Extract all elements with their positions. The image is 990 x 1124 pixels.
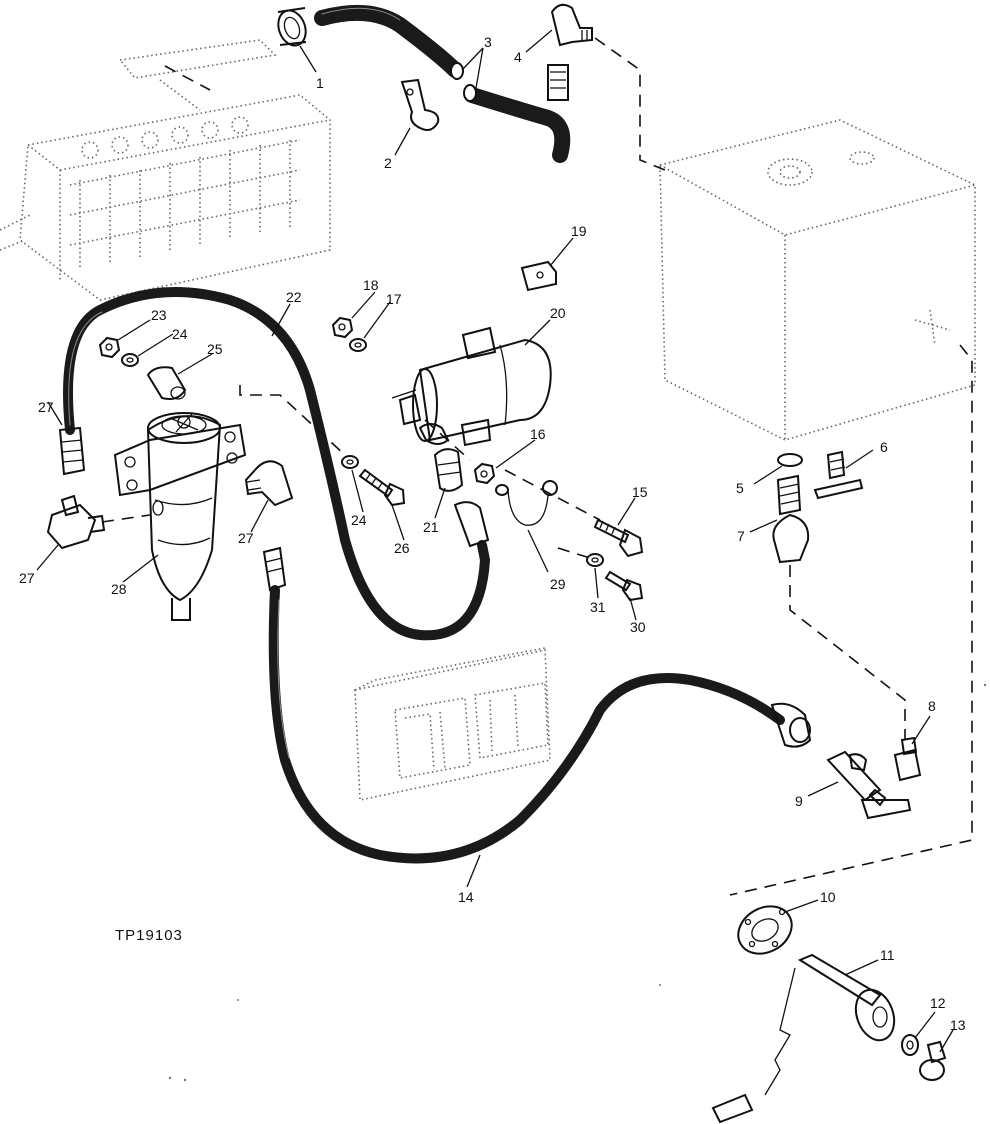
part-21-fitting [433,448,464,492]
part-16-nut [473,462,496,485]
part-4-elbow-fitting [550,3,593,47]
callout-27-upper-left: 27 [38,399,54,415]
part-27-tee-fitting-left [46,494,106,550]
callout-labels: 1 2 3 4 5 6 7 8 9 10 11 12 13 14 15 16 1… [19,34,966,1033]
callout-3: 3 [484,34,492,50]
leader-lines [36,29,954,1053]
part-13-screw [919,1040,947,1081]
part-1-hose-clamp [277,7,307,47]
callout-12: 12 [930,995,946,1011]
part-2-clip [400,78,440,131]
engine-block [0,39,331,301]
scan-specks [168,683,987,1082]
callout-19: 19 [571,223,587,239]
callout-16: 16 [530,426,546,442]
part-25-spacer [146,366,187,400]
part-18-nut [331,316,354,339]
callout-14: 14 [458,889,474,905]
callout-27-lower-left: 27 [19,570,35,586]
part-26-bolt [358,468,406,507]
part-14-fuel-hose [268,585,812,864]
callout-23: 23 [151,307,167,323]
figure-id-label: TP19103 [115,927,183,944]
part-19-bracket [520,260,557,292]
part-24-washer-lower [341,455,359,469]
part-30-bolt [604,570,644,602]
part-17-washer [349,338,367,352]
part-29-ground-wire [495,480,558,526]
part-28-fuel-filter [113,412,247,621]
fuel-tank [659,119,976,441]
callout-20: 20 [550,305,566,321]
part-10-gasket [737,905,793,955]
callout-5: 5 [736,480,744,496]
callout-9: 9 [795,793,803,809]
callout-27-middle: 27 [238,530,254,546]
callout-8: 8 [928,698,936,714]
callout-18: 18 [363,277,379,293]
callout-15: 15 [632,484,648,500]
callout-28: 28 [111,581,127,597]
control-box [354,647,551,801]
part-31-washer [586,553,604,567]
part-27-fitting-lower [262,546,287,592]
part-22-fuel-hose [58,287,490,641]
callout-6: 6 [880,439,888,455]
part-9-shutoff-valve [826,750,912,820]
callout-2: 2 [384,155,392,171]
part-7-strainer [772,474,810,564]
part-23-nut [98,336,121,359]
callout-4: 4 [514,49,522,65]
callout-22: 22 [286,289,302,305]
callout-30: 30 [630,619,646,635]
callout-11: 11 [880,947,895,963]
callout-21: 21 [423,519,439,535]
callout-17: 17 [386,291,402,307]
callout-10: 10 [820,889,836,905]
part-5-o-ring [777,453,803,467]
callout-13: 13 [950,1017,966,1033]
callout-29: 29 [550,576,566,592]
part-8-elbow [893,736,922,782]
callout-31: 31 [590,599,606,615]
part-15-bolt [593,518,644,558]
part-12-lock-washer [901,1034,919,1056]
part-11-fuel-sender [711,953,896,1124]
part-3-fuel-hoses [314,4,571,163]
part-20-fuel-pump [398,326,552,447]
callout-24-upper: 24 [172,326,188,342]
part-6-fitting [813,450,864,500]
callout-24-lower: 24 [351,512,367,528]
part-27-elbow-fitting-upper [244,460,294,507]
callout-25: 25 [207,341,223,357]
assembly-lines [101,37,973,896]
callout-26: 26 [394,540,410,556]
part-24-washer-upper [121,353,139,367]
callout-7: 7 [737,528,745,544]
callout-1: 1 [316,75,324,91]
